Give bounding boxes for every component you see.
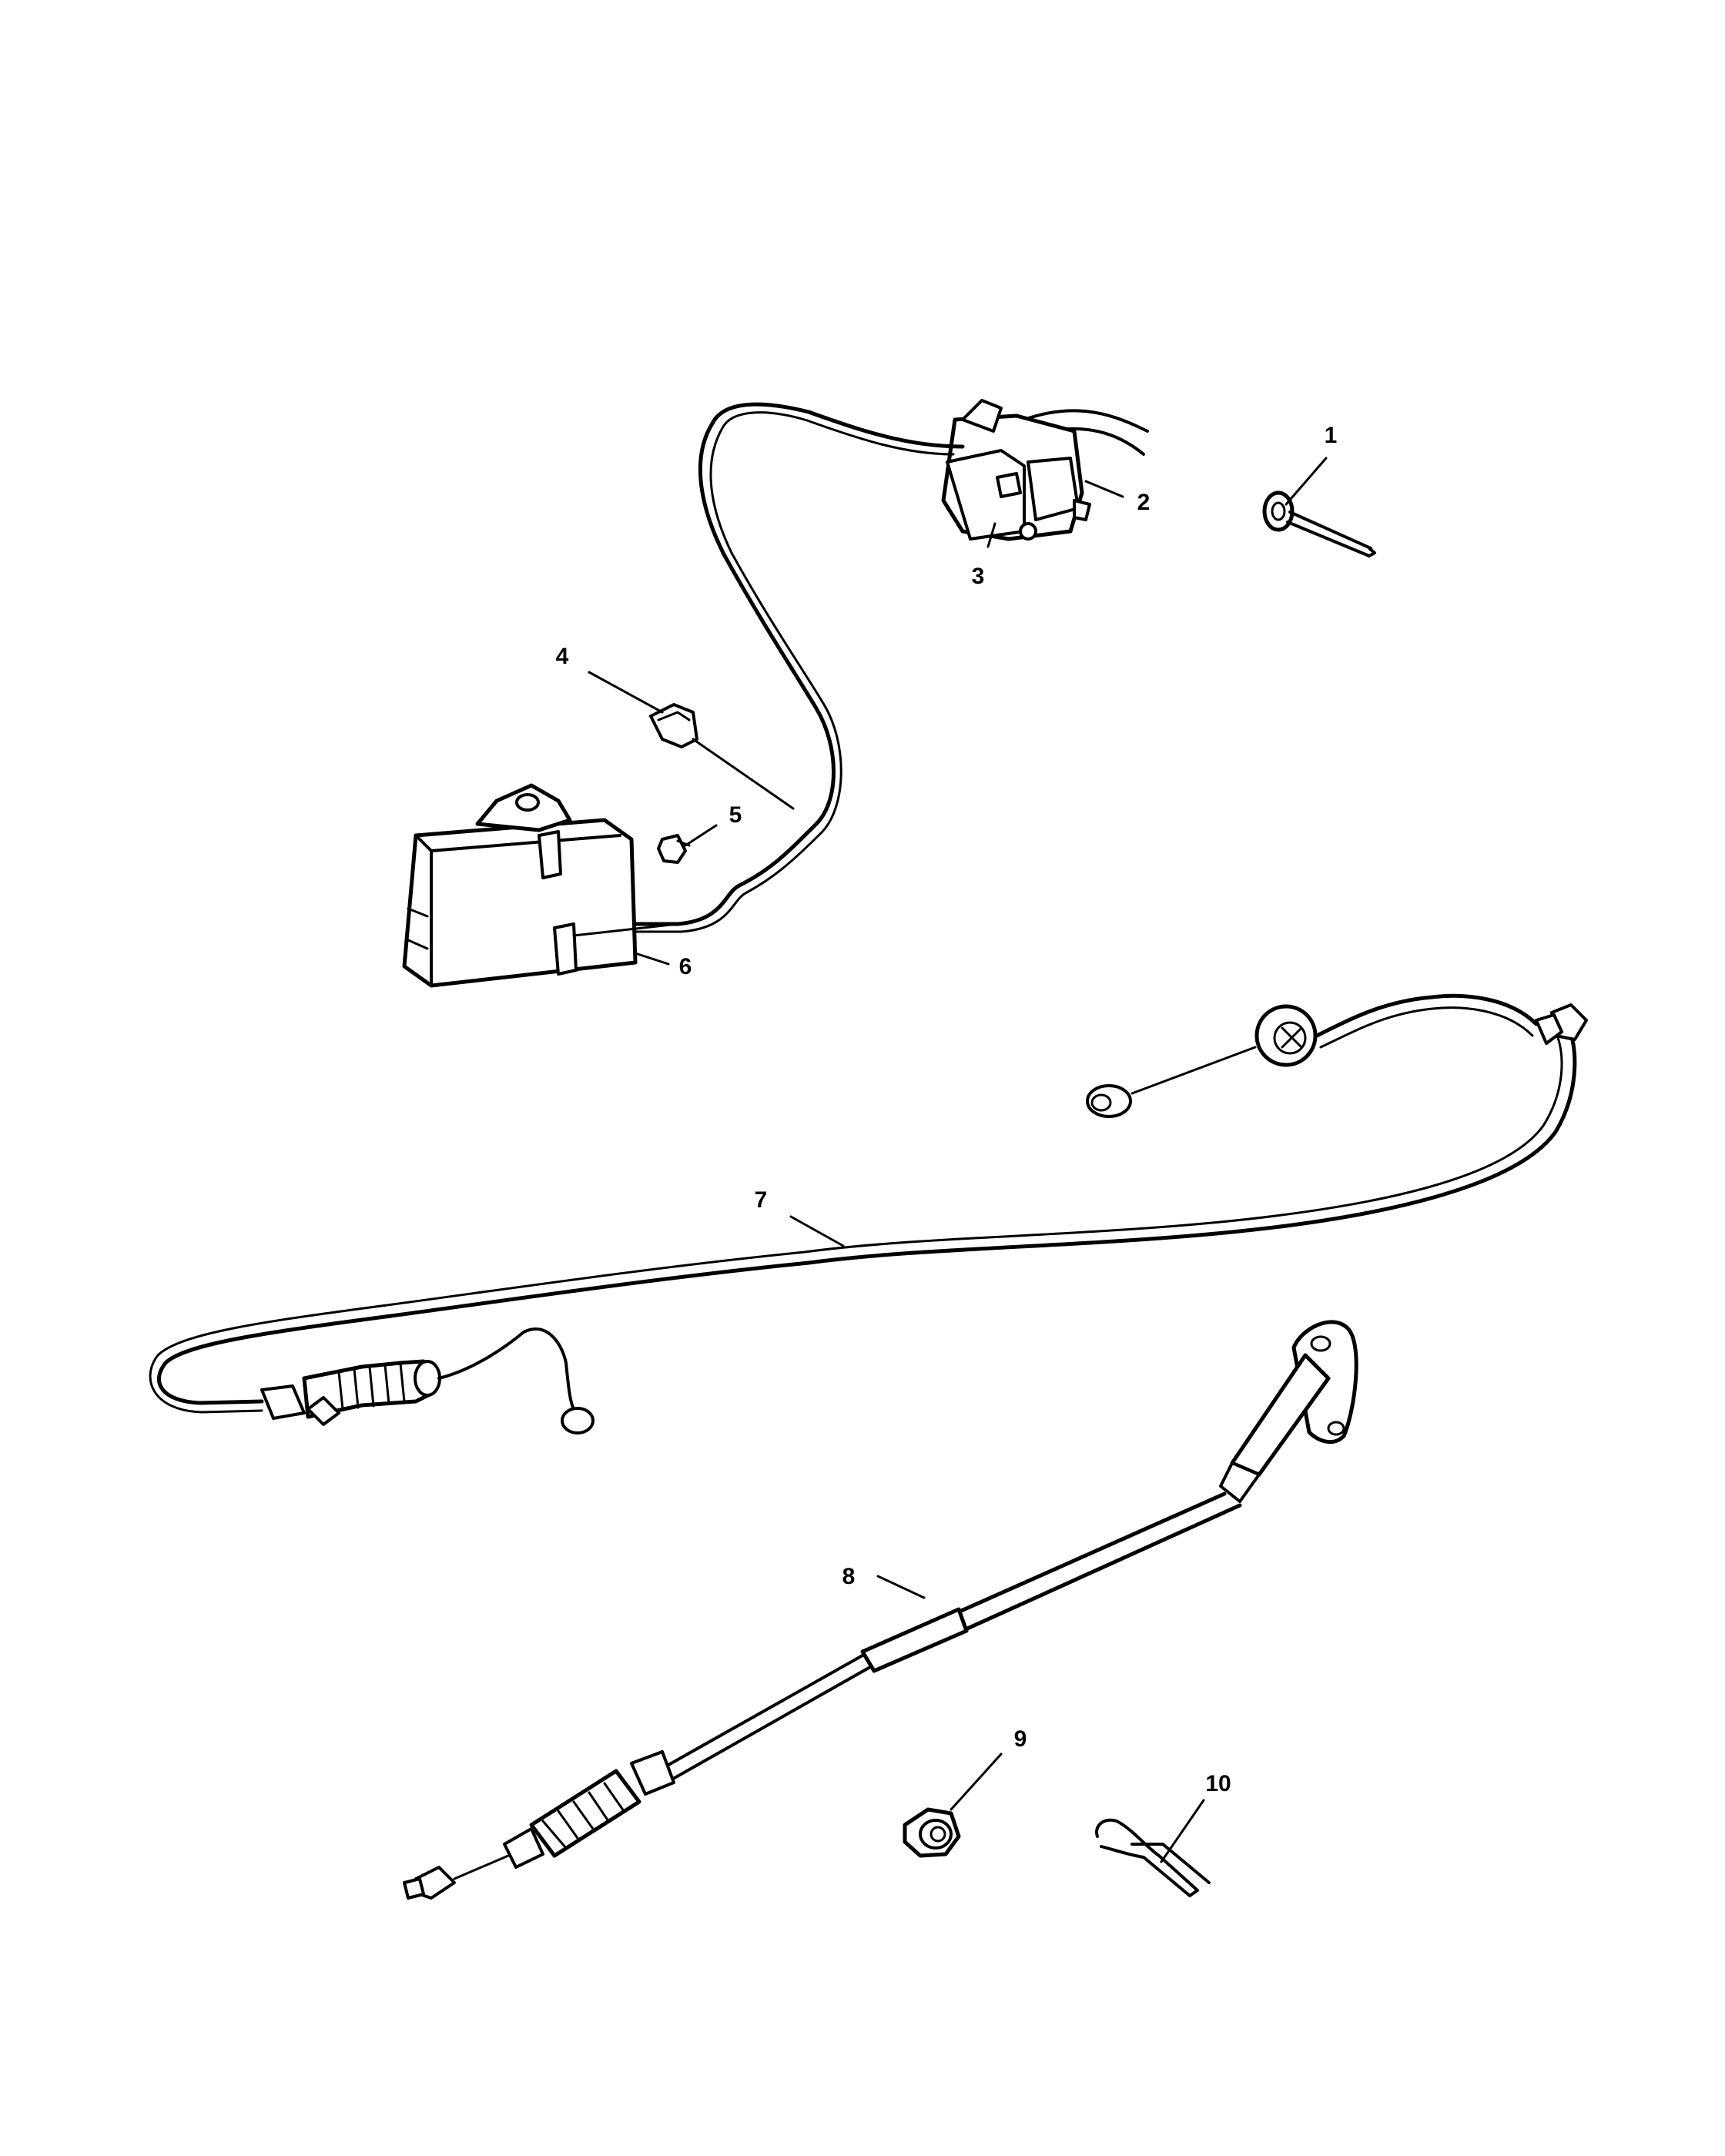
- callout-8: 8: [842, 1564, 856, 1589]
- bolt-part: [657, 834, 691, 864]
- leader-8: [876, 1575, 926, 1599]
- servo-cable: [568, 402, 965, 946]
- leader-lines: [588, 457, 1328, 1863]
- callout-2: 2: [1137, 490, 1151, 515]
- leader-7: [789, 1215, 845, 1247]
- callout-3: 3: [972, 564, 985, 589]
- callout-1: 1: [1325, 423, 1338, 448]
- pin-part: [1262, 490, 1376, 557]
- callout-9: 9: [1014, 1726, 1027, 1752]
- control-module: [402, 783, 679, 988]
- leader-6: [634, 952, 670, 966]
- clip-part: [649, 703, 795, 810]
- servo-unit: [941, 399, 1149, 541]
- callout-6: 6: [679, 954, 692, 979]
- callout-4: 4: [556, 644, 569, 669]
- leader-3: [986, 522, 996, 548]
- leader-2: [1084, 480, 1124, 498]
- nut-part: [903, 1807, 961, 1858]
- callout-10: 10: [1205, 1771, 1231, 1796]
- leader-1: [1285, 457, 1328, 506]
- leader-9: [950, 1753, 1003, 1811]
- leader-5: [684, 824, 718, 847]
- callout-labels: 1 2 3 4 5 6 7 8 9 10: [556, 423, 1338, 1796]
- callout-7: 7: [755, 1187, 768, 1213]
- leader-10: [1160, 1799, 1205, 1863]
- retaining-clip-part: [1095, 1818, 1211, 1897]
- speed-control-cable: [149, 993, 1588, 1435]
- leader-4: [588, 671, 664, 714]
- callout-5: 5: [729, 802, 742, 828]
- accelerator-cable: [403, 1320, 1358, 1900]
